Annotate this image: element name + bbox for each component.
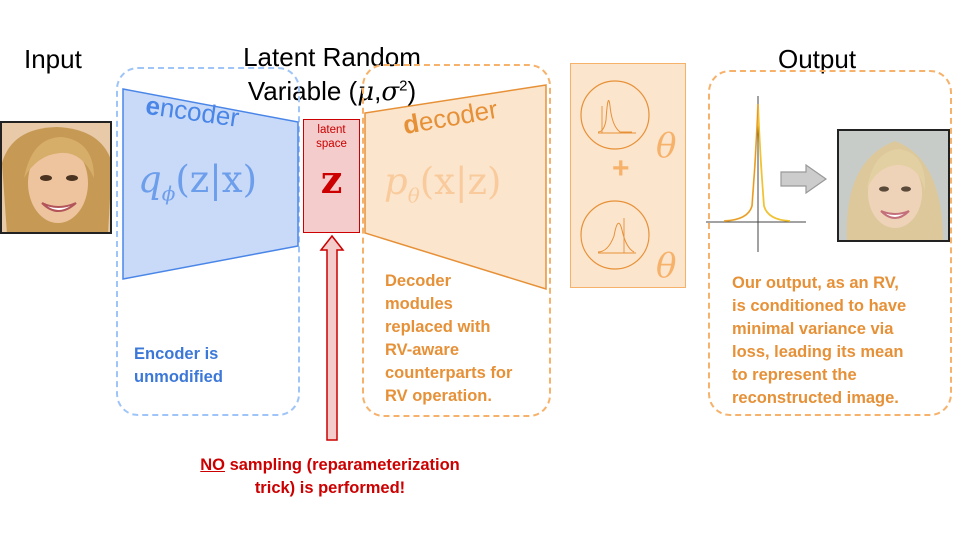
decoder-trapezoid bbox=[364, 84, 547, 290]
output-note-line: reconstructed image. bbox=[732, 389, 899, 407]
input-header: Input bbox=[24, 44, 82, 74]
distribution-bottom-circle bbox=[580, 200, 650, 270]
up-arrow bbox=[319, 234, 345, 441]
decoder-dashed-box bbox=[362, 64, 551, 417]
decoder-note-line: Decoder bbox=[385, 272, 452, 290]
output-peak-plot bbox=[706, 96, 806, 252]
output-note-line: Our output, as an RV, bbox=[732, 274, 899, 292]
output-note: Our output, as an RV, is conditioned to … bbox=[732, 272, 906, 410]
latent-header-suffix: ) bbox=[407, 76, 417, 106]
decoder-note-line: RV-aware bbox=[385, 341, 459, 359]
latent-label-line1: latent bbox=[317, 124, 346, 136]
latent-space-box: latent space z bbox=[303, 119, 360, 233]
output-note-line: loss, leading its mean bbox=[732, 343, 904, 361]
decoder-p: p bbox=[384, 160, 408, 203]
output-note-line: minimal variance via bbox=[732, 320, 894, 338]
output-header: Output bbox=[778, 44, 857, 74]
theta-top: θ bbox=[656, 126, 677, 166]
encoder-note-line1: Encoder is bbox=[134, 345, 219, 363]
theta-bottom: θ bbox=[656, 246, 677, 286]
latent-header-line2: Variable (μ,σ2) bbox=[232, 76, 432, 107]
sampling-note-line1: NO sampling (reparameterization bbox=[150, 454, 510, 477]
decoder-theta: θ bbox=[407, 183, 420, 208]
encoder-args: (z|x) bbox=[175, 158, 258, 201]
encoder-trapezoid bbox=[122, 88, 299, 280]
decoder-args: (x|z) bbox=[419, 160, 502, 203]
sampling-note-emphasis: NO bbox=[200, 456, 225, 474]
output-face-image bbox=[837, 129, 950, 242]
plus-sign: + bbox=[612, 152, 630, 185]
distribution-box bbox=[570, 63, 686, 288]
decoder-formula: pθ(x|z) bbox=[384, 160, 501, 207]
encoder-dashed-box bbox=[116, 67, 300, 416]
output-note-line: is conditioned to have bbox=[732, 297, 907, 315]
output-dashed-box bbox=[708, 70, 952, 416]
latent-header-prefix: Variable ( bbox=[247, 76, 358, 106]
decoder-note-line: counterparts for bbox=[385, 364, 513, 382]
decoder-note: Decoder modules replaced with RV-aware c… bbox=[385, 270, 512, 408]
encoder-note-line2: unmodified bbox=[134, 368, 223, 386]
sampling-note-rest: sampling (reparameterization bbox=[225, 456, 460, 474]
encoder-q: q bbox=[138, 158, 162, 201]
squared: 2 bbox=[399, 77, 408, 95]
latent-label-line2: space bbox=[316, 138, 347, 150]
decoder-note-line: RV operation. bbox=[385, 387, 492, 405]
sampling-note: NO sampling (reparameterization trick) i… bbox=[150, 454, 510, 500]
encoder-phi: ϕ bbox=[161, 181, 176, 206]
sampling-note-line2: trick) is performed! bbox=[254, 479, 406, 497]
output-note-line: to represent the bbox=[732, 366, 857, 384]
encoder-formula: qϕ(z|x) bbox=[138, 158, 257, 205]
decoder-note-line: replaced with bbox=[385, 318, 491, 336]
distribution-top-circle bbox=[580, 80, 650, 150]
comma: , bbox=[374, 76, 382, 106]
encoder-note: Encoder is unmodified bbox=[134, 343, 223, 389]
output-arrow bbox=[780, 164, 828, 194]
input-face-image bbox=[0, 121, 112, 234]
sigma-symbol: σ bbox=[381, 77, 400, 107]
latent-label: latent space bbox=[304, 123, 359, 151]
latent-z-symbol: z bbox=[320, 157, 343, 202]
decoder-note-line: modules bbox=[385, 295, 453, 313]
